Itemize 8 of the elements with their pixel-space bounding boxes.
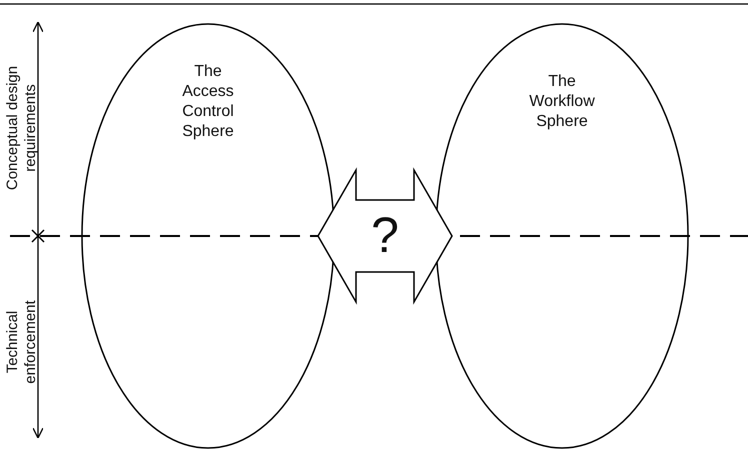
- axis-label: Conceptual design requirements: [4, 64, 40, 192]
- axis-label: Technical enforcement: [4, 299, 40, 386]
- edge-label: ?: [370, 210, 400, 260]
- sphere-ellipse: [435, 23, 689, 449]
- sphere-title: The Workflow Sphere: [528, 72, 596, 132]
- sphere-ellipse: [81, 23, 335, 449]
- double-block-arrow: [317, 167, 453, 305]
- sphere-title: The Access Control Sphere: [181, 62, 235, 142]
